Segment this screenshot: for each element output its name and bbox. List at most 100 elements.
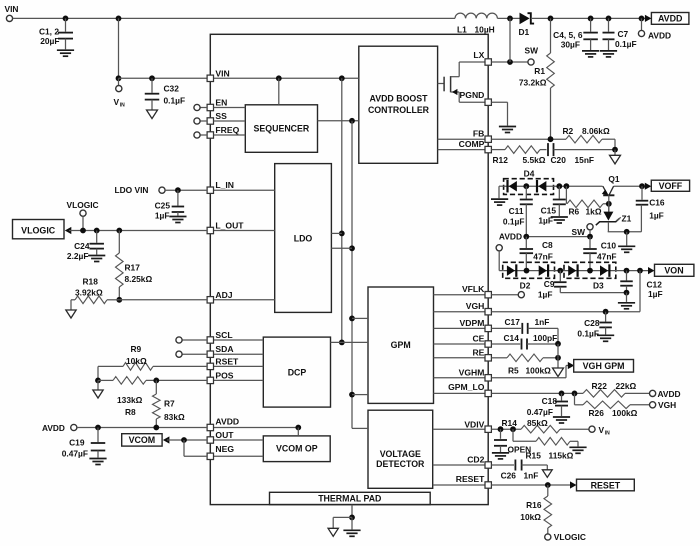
svg-text:D3: D3 [593,281,604,291]
svg-text:0.1µF: 0.1µF [503,217,525,227]
svg-text:V: V [599,425,605,435]
svg-text:R16: R16 [526,500,542,510]
svg-text:R22: R22 [592,381,608,391]
svg-text:20µF: 20µF [40,36,59,46]
svg-text:SEQUENCER: SEQUENCER [254,123,310,133]
svg-text:47nF: 47nF [533,252,553,262]
svg-text:R2: R2 [563,126,574,136]
svg-text:VGH: VGH [466,301,485,311]
svg-text:C16: C16 [649,197,665,207]
svg-text:SCL: SCL [215,330,232,340]
svg-text:VCOM OP: VCOM OP [276,444,318,454]
svg-text:R14: R14 [502,418,518,428]
svg-text:C18: C18 [542,396,558,406]
svg-text:VON: VON [664,266,683,276]
svg-text:1nF: 1nF [535,317,550,327]
svg-text:RE: RE [472,347,484,357]
svg-text:RSET: RSET [215,356,239,366]
svg-text:R6: R6 [569,207,580,217]
svg-text:AVDD: AVDD [215,416,239,426]
svg-text:10kΩ: 10kΩ [520,512,541,522]
svg-text:IN: IN [605,431,610,437]
svg-text:GPM_LO: GPM_LO [448,382,485,392]
svg-text:C26: C26 [501,471,517,481]
svg-text:L_OUT: L_OUT [215,221,244,231]
svg-text:AVDD: AVDD [499,231,522,241]
svg-text:C1, 2: C1, 2 [39,27,59,37]
svg-text:SDA: SDA [215,344,233,354]
svg-text:1nF: 1nF [524,471,539,481]
svg-text:1µF: 1µF [155,210,170,220]
svg-text:SW: SW [572,227,586,237]
svg-text:73.2kΩ: 73.2kΩ [519,77,547,87]
svg-text:R7: R7 [164,398,175,408]
svg-text:C20: C20 [551,155,567,165]
svg-text:C4, 5, 6: C4, 5, 6 [553,30,583,40]
svg-text:R26: R26 [589,408,605,418]
svg-text:0.1µF: 0.1µF [577,329,599,339]
svg-text:0.1µF: 0.1µF [615,39,637,49]
svg-text:AVDD: AVDD [658,389,681,399]
svg-text:RESET: RESET [456,474,485,484]
svg-text:100pF: 100pF [533,333,557,343]
svg-text:2.2µF: 2.2µF [67,251,89,261]
svg-text:CD2: CD2 [467,455,484,465]
svg-text:15nF: 15nF [575,155,595,165]
svg-text:LX: LX [473,50,484,60]
svg-text:5.5kΩ: 5.5kΩ [523,155,546,165]
svg-text:133kΩ: 133kΩ [117,395,143,405]
svg-text:VFLK: VFLK [462,284,485,294]
svg-text:R15: R15 [526,451,542,461]
svg-text:FREQ: FREQ [215,125,239,135]
svg-text:DCP: DCP [288,367,307,377]
svg-text:VOLTAGE: VOLTAGE [380,449,421,459]
svg-text:C24: C24 [74,241,90,251]
svg-text:AVDD: AVDD [42,423,65,433]
svg-text:R1: R1 [534,66,545,76]
svg-text:SS: SS [215,111,227,121]
svg-text:V: V [114,97,120,107]
svg-text:D2: D2 [520,281,531,291]
svg-text:PGND: PGND [460,90,485,100]
svg-text:POS: POS [215,370,233,380]
svg-text:OUT: OUT [215,430,234,440]
svg-text:Q1: Q1 [608,174,620,184]
svg-text:EN: EN [215,98,227,108]
svg-text:3.92kΩ: 3.92kΩ [75,287,103,297]
svg-text:1µF: 1µF [538,290,553,300]
svg-text:C15: C15 [541,206,557,216]
svg-text:AVDD: AVDD [648,30,671,40]
svg-text:8.06kΩ: 8.06kΩ [582,126,610,136]
svg-text:NEG: NEG [215,444,234,454]
svg-text:VIN: VIN [5,4,19,14]
svg-text:C11: C11 [509,206,524,216]
svg-text:VOFF: VOFF [659,181,683,191]
svg-text:R17: R17 [125,262,141,272]
svg-text:C19: C19 [69,437,85,447]
svg-text:L1: L1 [457,25,467,35]
svg-text:VDPM: VDPM [460,318,485,328]
svg-text:100kΩ: 100kΩ [526,366,552,376]
svg-text:85kΩ: 85kΩ [527,418,548,428]
svg-text:C10: C10 [601,240,617,250]
svg-text:C14: C14 [504,333,520,343]
svg-text:C25: C25 [155,200,171,210]
svg-text:LDO: LDO [294,233,313,243]
svg-text:D1: D1 [519,27,530,37]
svg-text:22kΩ: 22kΩ [616,381,637,391]
svg-text:1kΩ: 1kΩ [586,207,602,217]
svg-text:R12: R12 [493,155,509,165]
svg-text:R8: R8 [125,407,136,417]
svg-text:47nF: 47nF [597,252,617,262]
svg-text:10µH: 10µH [475,25,495,35]
svg-text:CE: CE [472,334,484,344]
svg-text:1µF: 1µF [649,210,664,220]
svg-text:C9: C9 [544,279,555,289]
svg-text:THERMAL PAD: THERMAL PAD [318,494,381,504]
svg-text:C17: C17 [505,317,521,327]
svg-text:VCOM: VCOM [129,435,156,445]
svg-text:115kΩ: 115kΩ [549,451,574,461]
svg-text:VLOGIC: VLOGIC [21,226,56,236]
svg-text:100kΩ: 100kΩ [612,408,638,418]
svg-text:C7: C7 [618,29,629,39]
